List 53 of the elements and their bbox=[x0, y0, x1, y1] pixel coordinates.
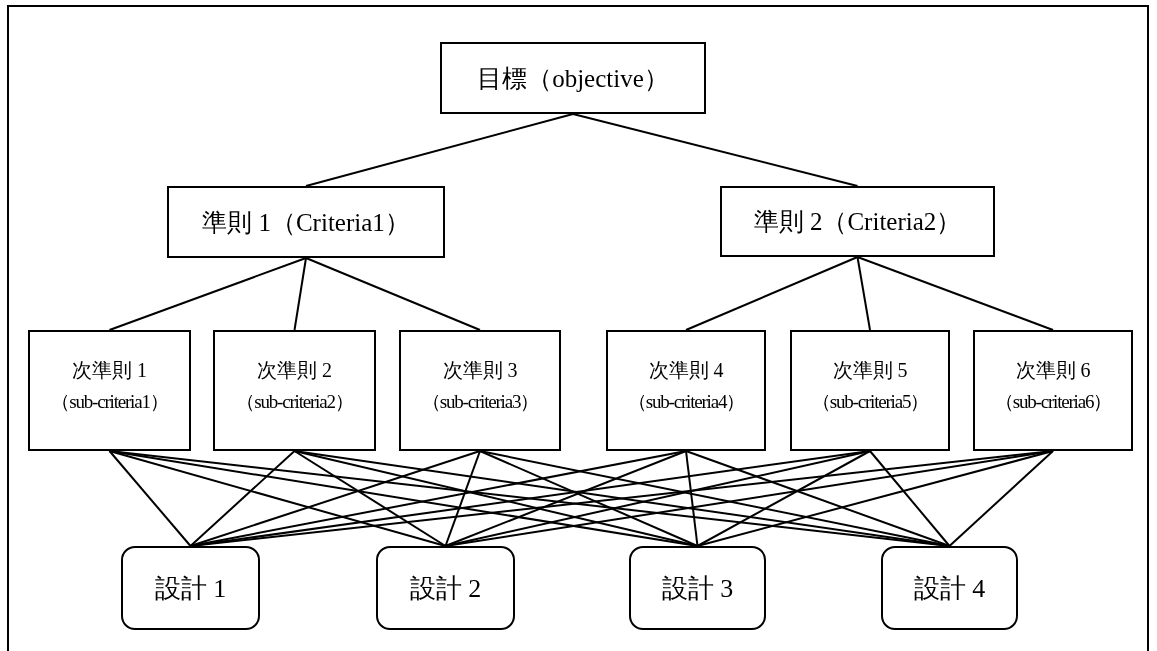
connector-line bbox=[948, 450, 1054, 547]
connector-line bbox=[856, 256, 871, 331]
connector-line bbox=[293, 450, 447, 547]
node-title: 次準則 3 bbox=[442, 358, 518, 383]
connector-line bbox=[108, 450, 192, 547]
node-title: 準則 2（Criteria2） bbox=[753, 207, 962, 237]
criterion-box bbox=[720, 186, 995, 257]
node-title: 準則 1（Criteria1） bbox=[202, 207, 410, 238]
connector-line bbox=[444, 450, 481, 547]
node-title: 設計 4 bbox=[913, 572, 986, 605]
connector-line bbox=[305, 257, 481, 331]
connector-line bbox=[869, 450, 951, 547]
design-option-box bbox=[121, 546, 260, 630]
node-title: 設計 2 bbox=[409, 572, 482, 605]
node-title: 次準則 2 bbox=[257, 358, 332, 383]
sub-criterion-box bbox=[28, 330, 191, 451]
connector-line bbox=[108, 257, 307, 331]
design-option-box bbox=[881, 546, 1018, 630]
node-title: 次準則 5 bbox=[832, 358, 908, 383]
design-option-box bbox=[376, 546, 515, 630]
node-title: 設計 3 bbox=[661, 572, 734, 605]
connector-line bbox=[696, 450, 1054, 547]
node-subtitle: （sub-criteria3） bbox=[422, 390, 538, 414]
sub-criterion-box bbox=[973, 330, 1133, 451]
design-option-box bbox=[629, 546, 766, 630]
connector-line bbox=[685, 450, 699, 547]
node-subtitle: （sub-criteria1） bbox=[51, 390, 168, 414]
connector-line bbox=[189, 450, 296, 547]
connector-line bbox=[572, 113, 859, 187]
node-subtitle: （sub-criteria4） bbox=[628, 390, 744, 414]
sub-criterion-box bbox=[399, 330, 561, 451]
node-title: 次準則 4 bbox=[648, 358, 724, 383]
sub-criterion-box bbox=[790, 330, 950, 451]
node-subtitle: （sub-criteria6） bbox=[995, 390, 1111, 414]
connector-line bbox=[293, 257, 307, 331]
sub-criterion-box bbox=[606, 330, 766, 451]
node-title: 設計 1 bbox=[154, 572, 227, 605]
connector-line bbox=[685, 450, 951, 547]
node-title: 次準則 6 bbox=[1015, 358, 1091, 383]
connector-line bbox=[479, 450, 699, 547]
connector-line bbox=[856, 256, 1054, 331]
node-subtitle: （sub-criteria2） bbox=[236, 390, 353, 414]
node-subtitle: （sub-criteria5） bbox=[812, 390, 928, 414]
node-title: 次準則 1 bbox=[72, 358, 147, 383]
sub-criterion-box bbox=[213, 330, 376, 451]
connector-line bbox=[305, 113, 574, 187]
connector-line bbox=[696, 450, 871, 547]
connector-line bbox=[685, 256, 859, 331]
connector-line bbox=[444, 450, 687, 547]
criterion-box bbox=[167, 186, 445, 258]
goal-box bbox=[440, 42, 706, 114]
node-title: 目標（objective） bbox=[477, 63, 669, 94]
connector-line bbox=[189, 450, 481, 547]
